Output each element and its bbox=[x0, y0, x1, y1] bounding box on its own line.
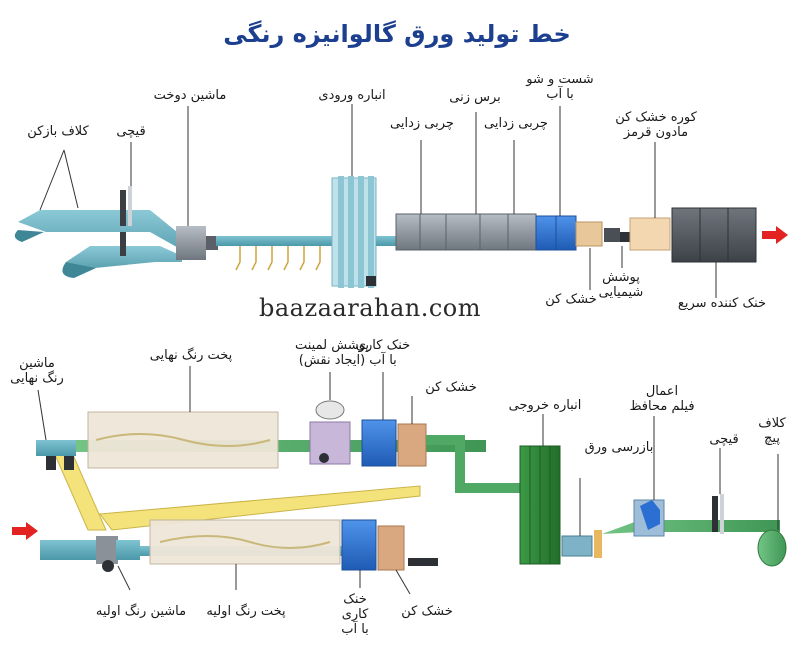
label-primer-oven: پخت رنگ اولیه bbox=[206, 604, 286, 619]
uncoil-edge-upper bbox=[14, 230, 45, 242]
primer-oven-strip bbox=[159, 535, 331, 549]
dryer-bottom bbox=[377, 525, 405, 571]
top-line bbox=[14, 104, 788, 298]
flow-arrow-out bbox=[762, 226, 788, 244]
label-dryer-bottom: خشک کن bbox=[401, 604, 453, 619]
laminate-unit bbox=[309, 400, 351, 465]
inspection-marker bbox=[594, 530, 602, 558]
label-inspection: بازرسی ورق bbox=[584, 440, 654, 455]
label-recoiler: کلاف پیچ bbox=[758, 416, 786, 446]
label-brush: برس زنی bbox=[449, 90, 501, 105]
stitcher-machine bbox=[176, 226, 206, 260]
label-chemical-coating: پوشش شیمیایی bbox=[598, 270, 644, 300]
strip-segment-2 bbox=[376, 236, 398, 246]
finish-oven-strip bbox=[95, 433, 271, 447]
page-title: خط تولید ورق گالوانیزه رنگی bbox=[223, 20, 571, 48]
strip-segment-1 bbox=[216, 236, 336, 246]
label-protective-film: اعمال فیلم محافظ bbox=[629, 384, 695, 414]
rapid-cooler bbox=[671, 207, 757, 263]
strip-hangers bbox=[235, 246, 321, 271]
primer-oven bbox=[149, 519, 341, 565]
dryer-unit-top bbox=[575, 221, 603, 247]
water-cooler-top bbox=[361, 419, 397, 467]
yellow-return-strip bbox=[99, 485, 421, 531]
uncoiler-strip-lower bbox=[66, 246, 182, 268]
flow-arrow-in bbox=[12, 522, 38, 540]
label-shear-bottom: قیچی bbox=[709, 432, 739, 447]
label-rapid-cooler: خنک کننده سریع bbox=[677, 296, 767, 311]
bottom-shear-plate bbox=[720, 494, 724, 534]
chemical-coater bbox=[604, 228, 630, 242]
leader-lines-bottom bbox=[37, 366, 779, 595]
label-rinse: شست و شو با آب bbox=[526, 72, 594, 102]
label-dryer-mid: خشک کن bbox=[425, 380, 477, 395]
dryer-mid bbox=[397, 423, 427, 467]
top-shear-blade-lower bbox=[120, 232, 126, 256]
label-laminate: پوشش لمینت (ایجاد نقش) bbox=[294, 338, 370, 368]
label-water-cool-top: خنک کاری با آب bbox=[355, 338, 411, 368]
recoiler-coil bbox=[757, 529, 787, 567]
top-shear-plate bbox=[128, 186, 132, 226]
exit-accumulator bbox=[519, 445, 561, 565]
label-degreasing-2: چربی زدایی bbox=[484, 116, 548, 131]
inspection-table bbox=[561, 535, 593, 557]
top-shear-blade bbox=[120, 190, 126, 226]
stitcher-head bbox=[206, 236, 218, 250]
ir-oven bbox=[629, 217, 671, 251]
watermark-text: baazaarahan.com bbox=[258, 294, 482, 322]
label-entry-accumulator: انباره ورودی bbox=[318, 88, 386, 103]
label-dryer-top: خشک کن bbox=[545, 292, 597, 307]
label-degreasing-1: چربی زدایی bbox=[390, 116, 454, 131]
label-finish-oven: پخت رنگ نهایی bbox=[149, 348, 233, 363]
uncoiler-strip-upper bbox=[18, 210, 182, 250]
film-roll bbox=[640, 500, 660, 530]
degreasing-tanks bbox=[395, 213, 537, 251]
bottom-line bbox=[12, 366, 787, 595]
label-finish-coater: ماشین رنگ نهایی bbox=[10, 356, 64, 386]
green-strip-exit bbox=[602, 520, 780, 534]
green-strip-turn bbox=[426, 435, 520, 493]
rinse-tanks bbox=[535, 215, 577, 251]
dryer-bottom-roll bbox=[408, 558, 438, 566]
entry-accumulator bbox=[331, 176, 377, 288]
label-ir-dryer: کوره خشک کن مادون قرمز bbox=[615, 110, 697, 140]
leader-lines-top bbox=[39, 104, 717, 298]
label-exit-accumulator: انباره خروجی bbox=[508, 398, 582, 413]
label-primer-coater: ماشین رنگ اولیه bbox=[95, 604, 187, 619]
bottom-shear-blade bbox=[712, 496, 718, 532]
primer-coater bbox=[40, 536, 140, 572]
label-shear-top: قیچی bbox=[116, 124, 146, 139]
uncoil-edge-lower bbox=[62, 262, 96, 278]
water-cooler-bottom bbox=[341, 519, 377, 571]
label-stitcher: ماشین دوخت bbox=[153, 88, 227, 103]
finish-coater bbox=[36, 440, 76, 470]
label-uncoiler: کلاف بازکن bbox=[27, 124, 89, 139]
label-water-cool-bottom: خنک کاری با آب bbox=[341, 592, 369, 637]
